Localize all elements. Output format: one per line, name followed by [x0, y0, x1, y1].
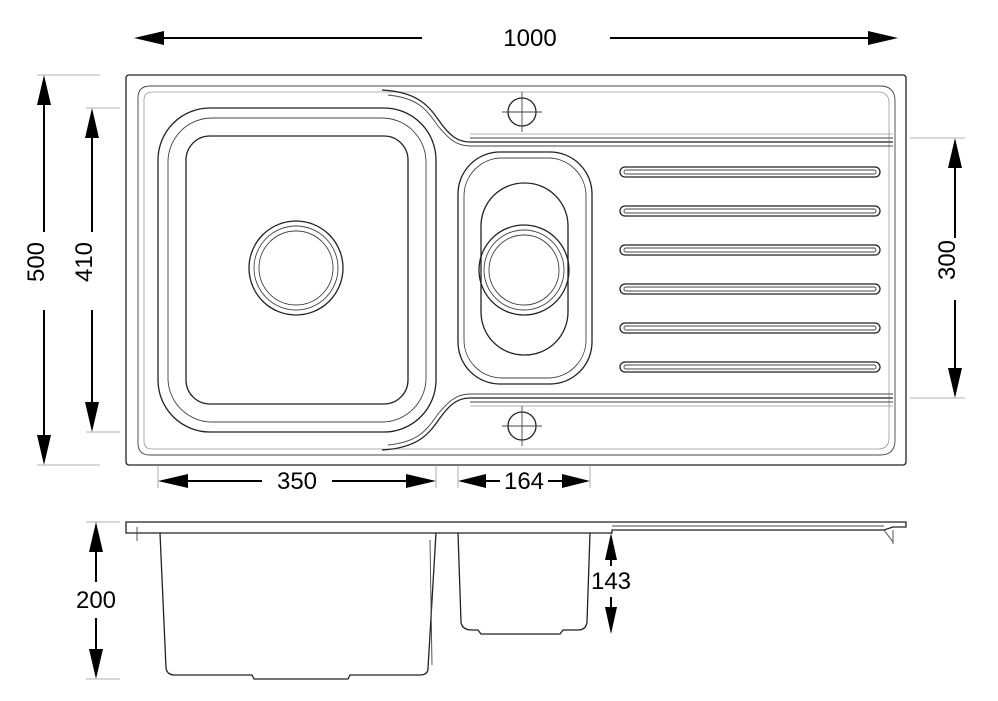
half-bowl [457, 151, 593, 385]
lower-ledge [381, 393, 893, 451]
plan-view [125, 74, 907, 466]
dimension-overall-depth: 500 [23, 242, 50, 282]
upper-ledge [381, 89, 893, 147]
drainer-grooves [619, 166, 881, 373]
sink-profile-deck [125, 521, 907, 534]
dimension-half-bowl-height: 143 [591, 568, 631, 595]
dimension-main-bowl-width: 350 [277, 468, 317, 495]
dimension-bowl-depth-outer: 410 [71, 242, 98, 282]
side-view [125, 521, 907, 680]
dimension-main-bowl-height: 200 [76, 587, 116, 614]
half-bowl-waste-outlet [478, 224, 570, 316]
main-bowl-profile [159, 532, 437, 680]
sink-outline [125, 74, 907, 466]
half-bowl-profile [457, 532, 591, 635]
sink-rim [137, 85, 896, 456]
sink-rim-inner [143, 91, 890, 450]
tap-hole-bottom [502, 406, 542, 446]
main-bowl-waste-outlet [248, 220, 344, 316]
dimension-overall-width: 1000 [503, 25, 556, 52]
dimension-labels: 1000 500 410 300 350 164 200 143 [23, 25, 961, 614]
dimension-drainer-width: 300 [934, 240, 961, 280]
dimension-half-bowl-width: 164 [504, 468, 544, 495]
dimension-lines [37, 31, 965, 680]
tap-hole-top [502, 92, 542, 132]
main-bowl [157, 107, 437, 433]
